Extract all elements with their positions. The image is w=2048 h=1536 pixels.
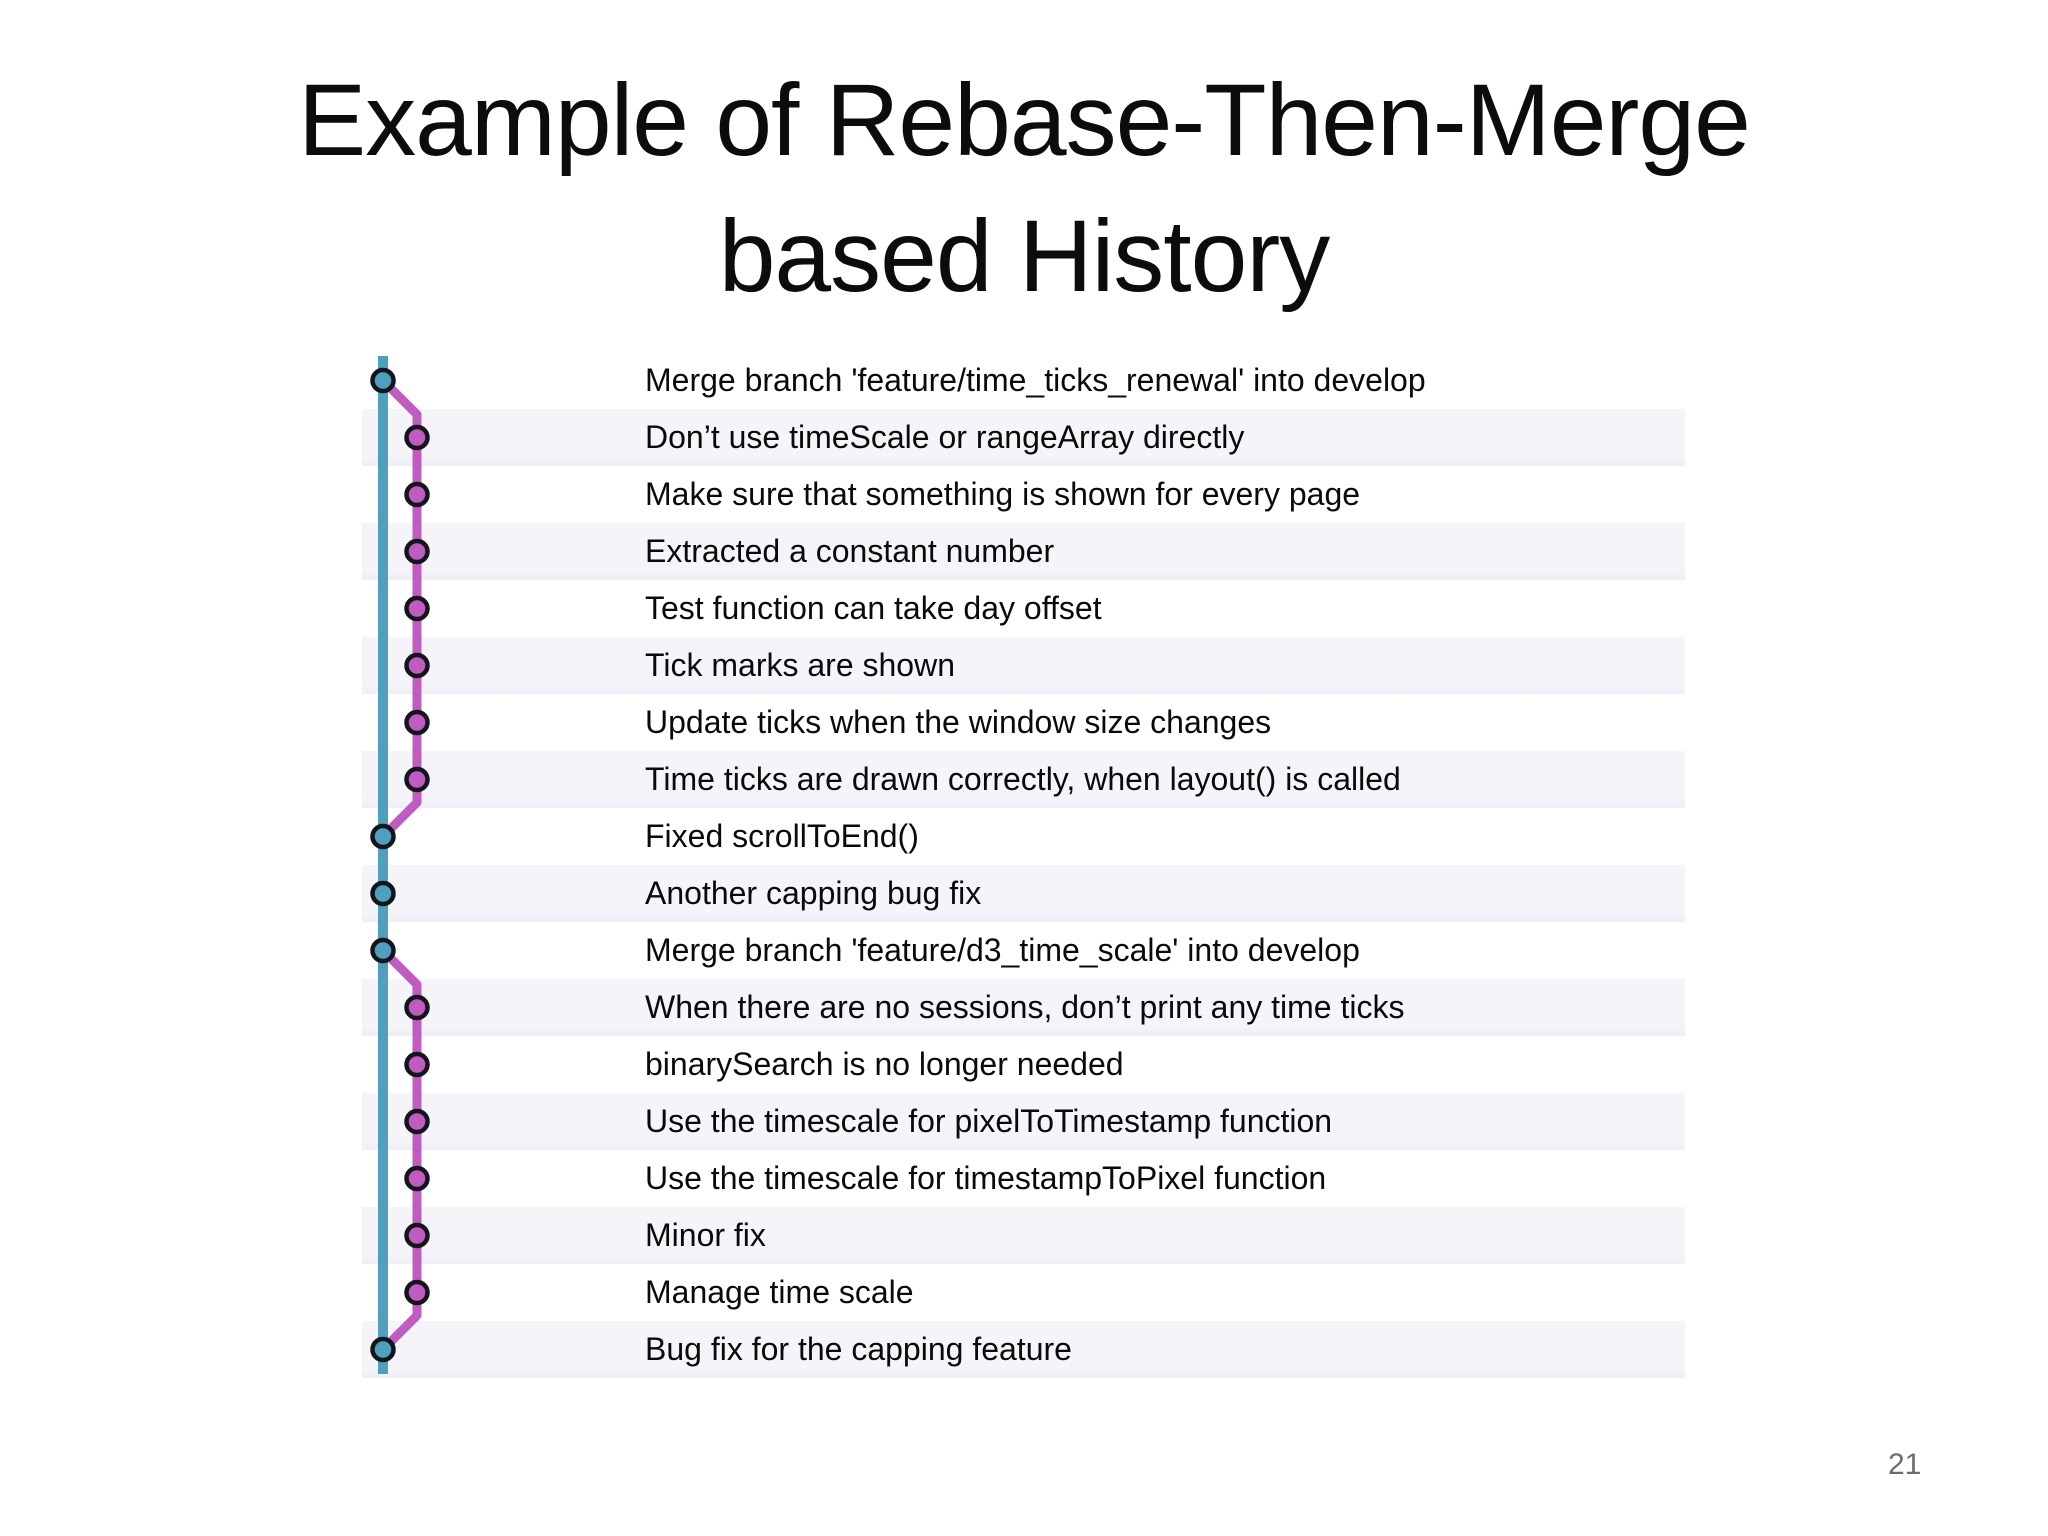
commit-message: Time ticks are drawn correctly, when lay… — [645, 761, 1401, 797]
commit-row: Don’t use timeScale or rangeArray direct… — [362, 409, 1685, 466]
commit-row: When there are no sessions, don’t print … — [362, 979, 1685, 1036]
commit-row: Use the timescale for pixelToTimestamp f… — [362, 1093, 1685, 1150]
commit-message: Merge branch 'feature/d3_time_scale' int… — [645, 932, 1360, 968]
commit-message: Use the timescale for pixelToTimestamp f… — [645, 1103, 1333, 1139]
commit-message: Merge branch 'feature/time_ticks_renewal… — [645, 362, 1426, 398]
commit-row: Another capping bug fix — [362, 865, 1685, 922]
commit-row: Minor fix — [362, 1207, 1685, 1264]
commit-message: Fixed scrollToEnd() — [645, 818, 919, 854]
commit-row: Make sure that something is shown for ev… — [362, 466, 1685, 523]
commit-row: Extracted a constant number — [362, 523, 1685, 580]
commit-row: Bug fix for the capping feature — [362, 1321, 1685, 1378]
commit-message: Extracted a constant number — [645, 533, 1055, 569]
commit-message: Minor fix — [645, 1217, 766, 1253]
commit-row: Time ticks are drawn correctly, when lay… — [362, 751, 1685, 808]
commit-message: Tick marks are shown — [645, 647, 955, 683]
commit-message: Test function can take day offset — [645, 590, 1102, 626]
commit-message: Don’t use timeScale or rangeArray direct… — [645, 419, 1245, 455]
slide-title: Example of Rebase-Then-Merge based Histo… — [0, 52, 2048, 324]
commit-row: Test function can take day offset — [362, 580, 1685, 637]
commit-message: Make sure that something is shown for ev… — [645, 476, 1361, 512]
commit-row: Use the timescale for timestampToPixel f… — [362, 1150, 1685, 1207]
commit-message: Bug fix for the capping feature — [645, 1331, 1072, 1367]
commit-message: Update ticks when the window size change… — [645, 704, 1272, 740]
commit-message: Another capping bug fix — [645, 875, 982, 911]
commit-message: Manage time scale — [645, 1274, 914, 1310]
commit-row: Tick marks are shown — [362, 637, 1685, 694]
slide-title-line2: based History — [718, 199, 1331, 313]
commit-list: Merge branch 'feature/time_ticks_renewal… — [362, 352, 1685, 1378]
commit-message: Use the timescale for timestampToPixel f… — [645, 1160, 1327, 1196]
commit-row: Merge branch 'feature/d3_time_scale' int… — [362, 922, 1685, 979]
commit-row: binarySearch is no longer needed — [362, 1036, 1685, 1093]
commit-row: Manage time scale — [362, 1264, 1685, 1321]
slide-title-line1: Example of Rebase-Then-Merge — [298, 63, 1751, 177]
commit-row: Merge branch 'feature/time_ticks_renewal… — [362, 352, 1685, 409]
commit-row: Update ticks when the window size change… — [362, 694, 1685, 751]
commit-message: binarySearch is no longer needed — [645, 1046, 1124, 1082]
page-number: 21 — [1888, 1448, 1922, 1481]
commit-row: Fixed scrollToEnd() — [362, 808, 1685, 865]
commit-message: When there are no sessions, don’t print … — [645, 989, 1405, 1025]
